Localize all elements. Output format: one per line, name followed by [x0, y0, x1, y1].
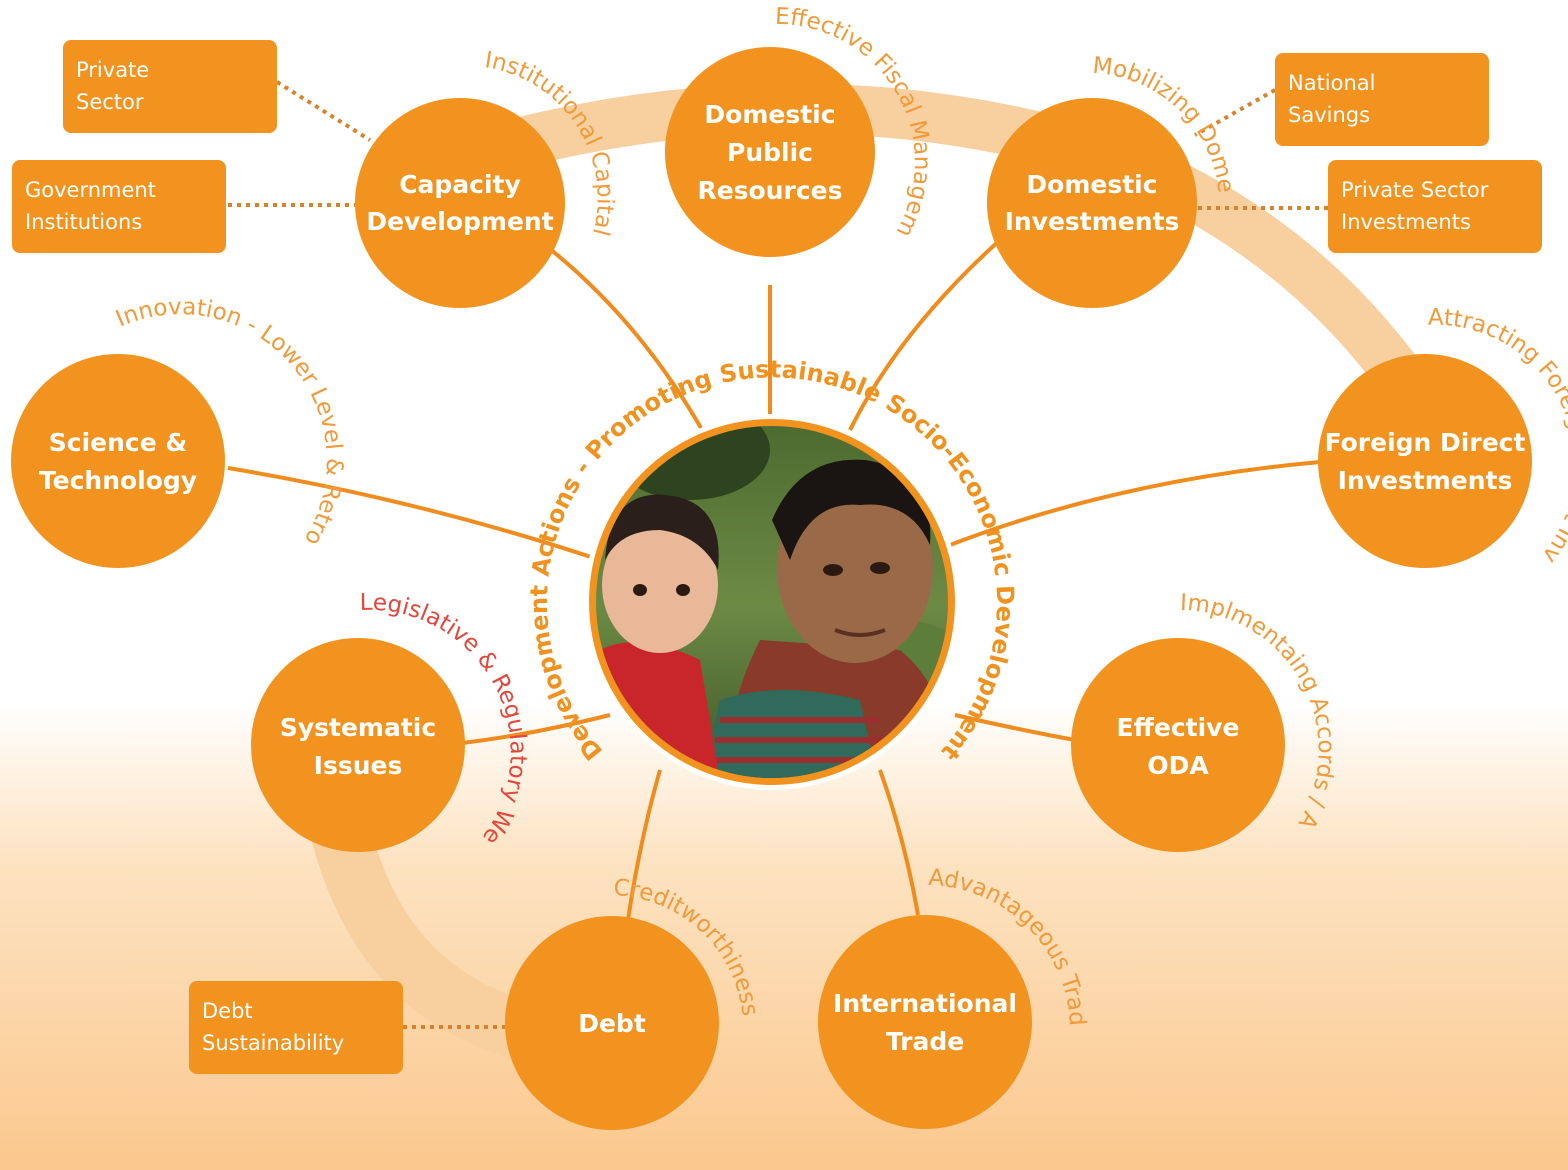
node-label-line-1: Effective: [1117, 713, 1240, 742]
connector-trade: [878, 769, 920, 916]
box-national-savings: National Savings: [1275, 53, 1489, 146]
node-label-line-2: Trade: [886, 1027, 964, 1056]
node-debt[interactable]: Debt: [505, 916, 719, 1130]
box-line-2: Institutions: [25, 210, 143, 234]
node-label-line-2: Investments: [1338, 466, 1513, 495]
node-label-line-1: Debt: [578, 1009, 646, 1038]
node-effective-oda[interactable]: Effective ODA: [1071, 638, 1285, 852]
node-label-line-3: Resources: [697, 176, 842, 205]
box-government-institutions: Government Institutions: [12, 160, 226, 253]
node-label-line-2: Technology: [39, 466, 197, 495]
box-line-2: Sustainability: [202, 1031, 345, 1055]
node-domestic-public-resources[interactable]: Domestic Public Resources: [665, 47, 875, 257]
dotted-connectors: [228, 80, 1328, 1029]
node-label-line-1: Systematic: [280, 713, 436, 742]
node-label-line-1: Capacity: [399, 170, 521, 199]
dots-private-sector: [275, 80, 372, 142]
center-photo: [584, 414, 960, 790]
connector-oda: [954, 713, 1076, 742]
box-line-1: Private: [76, 58, 150, 82]
connector-systematic: [461, 713, 611, 745]
node-label-line-1: Domestic: [1026, 170, 1157, 199]
connector-debt: [626, 769, 662, 921]
box-line-1: Government: [25, 178, 156, 202]
node-label-line-1: Science &: [49, 428, 187, 457]
node-label-line-2: Investments: [1005, 207, 1180, 236]
box-line-1: Private Sector: [1341, 178, 1489, 202]
node-label-line-2: Development: [366, 207, 553, 236]
node-capacity-development[interactable]: Capacity Development: [355, 98, 565, 308]
connector-science: [227, 466, 601, 562]
node-foreign-direct-investments[interactable]: Foreign Direct Investments: [1318, 354, 1532, 568]
node-label-line-2: Issues: [314, 751, 403, 780]
node-label-line-1: International: [833, 989, 1017, 1018]
box-private-sector: Private Sector: [63, 40, 277, 133]
box-line-2: Investments: [1341, 210, 1471, 234]
dots-national-savings: [1194, 88, 1276, 137]
box-debt-sustainability: Debt Sustainability: [189, 981, 403, 1074]
node-label-line-2: Public: [727, 138, 813, 167]
connector-lines: [227, 238, 1321, 921]
connector-capacity: [543, 243, 707, 436]
node-science-technology[interactable]: Science & Technology: [11, 354, 225, 568]
node-systematic-issues[interactable]: Systematic Issues: [251, 638, 465, 852]
box-line-2: Sector: [76, 90, 144, 114]
connector-fdi: [949, 460, 1321, 547]
box-private-sector-investments: Private Sector Investments: [1328, 160, 1542, 253]
bottom-band: [310, 800, 550, 1060]
node-label-line-1: Domestic: [704, 100, 835, 129]
connector-domestic-investments: [848, 238, 1002, 431]
box-line-1: Debt: [202, 999, 253, 1023]
node-domestic-investments[interactable]: Domestic Investments: [987, 98, 1197, 308]
box-line-2: Savings: [1288, 103, 1371, 127]
node-international-trade[interactable]: International Trade: [818, 915, 1032, 1129]
node-label-line-1: Foreign Direct: [1325, 428, 1526, 457]
box-line-1: National: [1288, 71, 1376, 95]
node-label-line-2: ODA: [1147, 751, 1209, 780]
